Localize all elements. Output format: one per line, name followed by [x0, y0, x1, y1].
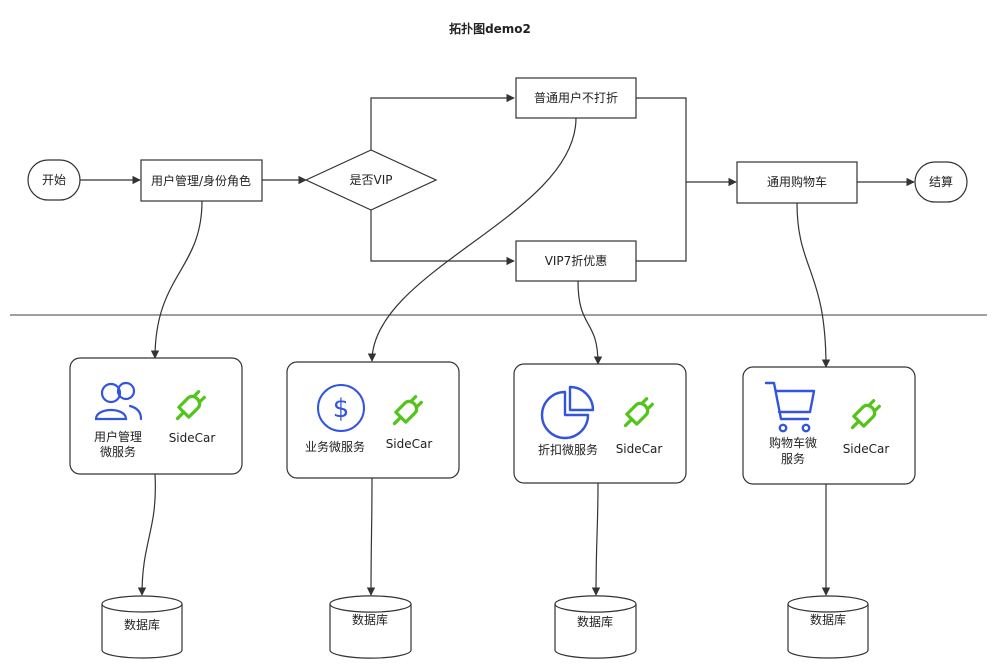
- edge-user-role-to-user-service: [150, 200, 203, 359]
- diagram-title: 拓扑图demo2: [449, 21, 531, 36]
- edge-vip-to-normal: [370, 93, 515, 150]
- svg-text:折扣微服务: 折扣微服务: [538, 442, 598, 457]
- svg-text:VIP7折优惠: VIP7折优惠: [545, 253, 608, 268]
- sidecar-label: SideCar: [843, 442, 890, 456]
- svg-text:开始: 开始: [42, 173, 66, 187]
- user-management-service[interactable]: 用户管理 微服务 SideCar: [69, 357, 243, 475]
- edge-normal-to-business-service: [367, 117, 577, 362]
- edge-vip-to-discount: [370, 210, 515, 266]
- start-node[interactable]: 开始: [27, 159, 81, 201]
- cart-service[interactable]: 购物车微 服务 SideCar: [742, 366, 916, 485]
- svg-text:数据库: 数据库: [810, 612, 846, 627]
- pie-chart-icon: [540, 385, 595, 440]
- svg-text:用户管理/身份角色: 用户管理/身份角色: [151, 173, 251, 188]
- svg-text:通用购物车: 通用购物车: [767, 174, 827, 189]
- plug-icon: [175, 390, 206, 421]
- svg-text:业务微服务: 业务微服务: [305, 439, 365, 454]
- dollar-icon: $: [317, 384, 365, 432]
- sidecar-label: SideCar: [616, 442, 663, 456]
- edge-business-service-to-db: [366, 477, 376, 596]
- database-user-service[interactable]: 数据库: [101, 595, 183, 659]
- sidecar-label: SideCar: [386, 437, 433, 451]
- svg-text:微服务: 微服务: [100, 444, 136, 459]
- plug-icon: [392, 395, 423, 426]
- svg-text:普通用户不打折: 普通用户不打折: [534, 90, 618, 105]
- plug-icon: [850, 399, 881, 430]
- svg-text:是否VIP: 是否VIP: [350, 173, 393, 187]
- svg-text:结算: 结算: [929, 174, 953, 189]
- svg-text:数据库: 数据库: [124, 617, 160, 632]
- svg-text:数据库: 数据库: [352, 612, 388, 627]
- edge-cart-to-cart-service: [796, 202, 831, 368]
- users-icon: [94, 381, 143, 421]
- sidecar-label: SideCar: [169, 431, 216, 445]
- discount-service[interactable]: 折扣微服务 SideCar: [513, 363, 687, 484]
- vip-discount-node[interactable]: VIP7折优惠: [515, 240, 637, 282]
- database-cart-service[interactable]: 数据库: [787, 595, 869, 659]
- normal-user-node[interactable]: 普通用户不打折: [515, 77, 637, 119]
- vip-decision-node[interactable]: 是否VIP: [304, 149, 438, 211]
- svg-text:$: $: [333, 394, 350, 424]
- svg-text:数据库: 数据库: [577, 614, 613, 629]
- plug-icon: [623, 397, 654, 428]
- edge-user-service-to-db: [137, 473, 156, 596]
- edge-discount-service-to-db: [591, 482, 601, 596]
- common-cart-node[interactable]: 通用购物车: [736, 161, 858, 204]
- svg-text:购物车微: 购物车微: [769, 435, 817, 450]
- svg-text:服务: 服务: [781, 451, 805, 466]
- business-service[interactable]: $ 业务微服务 SideCar: [286, 361, 460, 479]
- edge-discount-to-discount-service: [577, 280, 603, 365]
- user-role-node[interactable]: 用户管理/身份角色: [140, 159, 263, 202]
- edge-merge-branches: [636, 97, 687, 262]
- svg-text:用户管理: 用户管理: [94, 429, 142, 444]
- database-discount-service[interactable]: 数据库: [554, 595, 637, 659]
- database-business-service[interactable]: 数据库: [329, 595, 412, 659]
- shopping-cart-icon: [764, 381, 816, 433]
- checkout-node[interactable]: 结算: [914, 161, 968, 203]
